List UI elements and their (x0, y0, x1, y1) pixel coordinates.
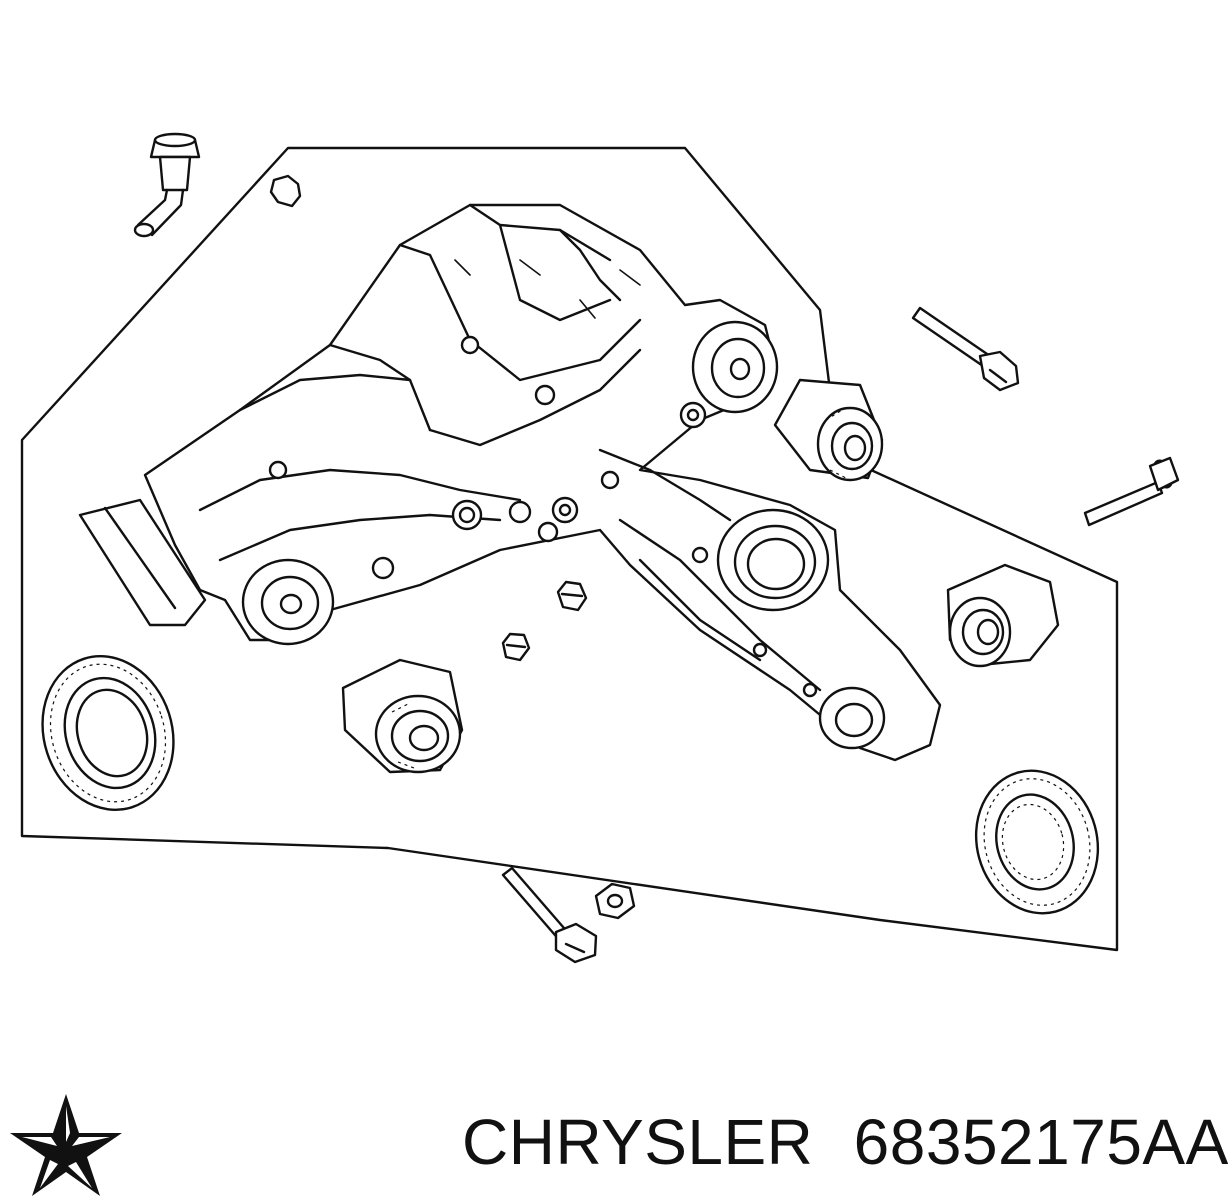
nut (594, 882, 636, 920)
pentastar-facet (72, 1137, 110, 1146)
pentastar-facet (68, 1162, 92, 1188)
differential-housing (78, 203, 942, 762)
bushing (946, 563, 1060, 668)
part-number: 68352175AA (853, 1106, 1229, 1178)
axle-seal (41, 655, 175, 811)
pentastar-facet (66, 1106, 70, 1142)
part-caption: CHRYSLER 68352175AA (462, 1102, 1228, 1182)
vent-clip (269, 174, 302, 208)
vent-tube (133, 132, 201, 238)
exploded-parts-diagram (20, 132, 1180, 964)
dowel (501, 632, 531, 662)
brand-name: CHRYSLER (462, 1106, 814, 1178)
mount-bolt (911, 306, 1020, 392)
assembly-outline (20, 146, 1119, 952)
pentastar-facet (40, 1160, 58, 1188)
mount-bolt (1083, 456, 1180, 527)
chrysler-pentastar-icon (10, 1094, 122, 1196)
axle-seal (974, 769, 1100, 915)
mount-bolt (501, 866, 598, 964)
pentastar-shape (10, 1094, 122, 1196)
pentastar-facet (22, 1137, 57, 1146)
bushing (341, 658, 464, 774)
dowel (556, 580, 588, 612)
bushing (773, 378, 884, 482)
